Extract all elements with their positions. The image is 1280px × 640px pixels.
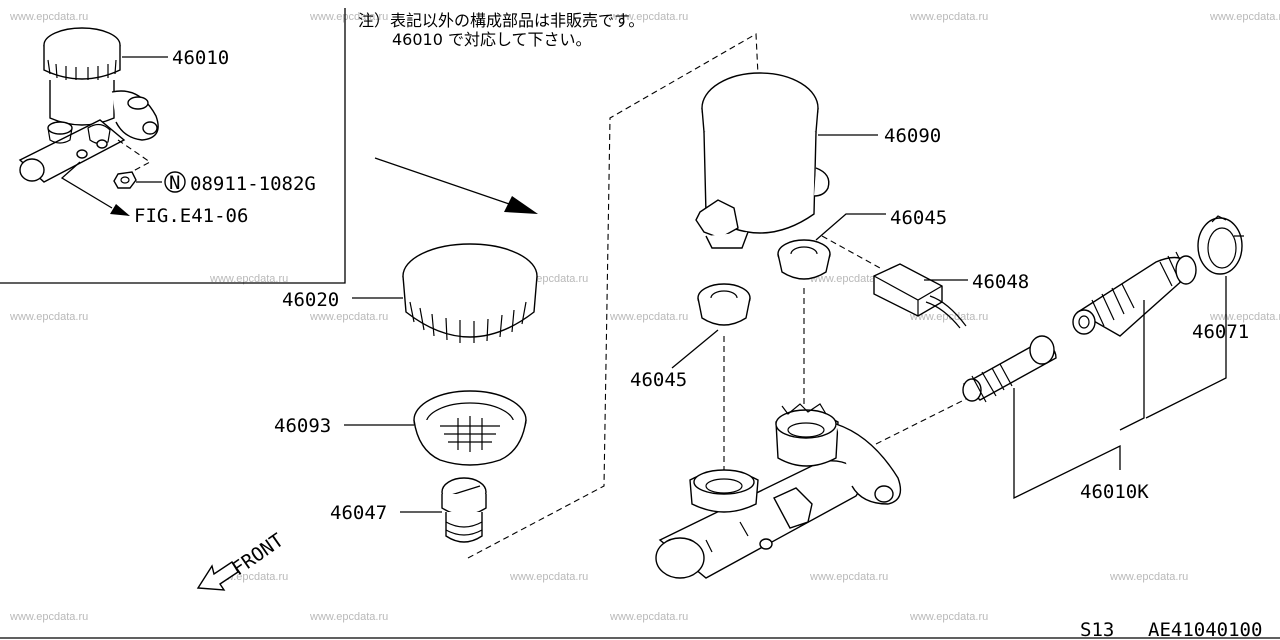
bracket-46010k: [1013, 300, 1145, 500]
reservoir-46090-drawing: [695, 72, 830, 249]
switch-46048-drawing: [873, 263, 967, 329]
piston-primary-drawing: [962, 335, 1057, 403]
watermark: www.epcdata.ru: [309, 311, 388, 323]
watermark: www.epcdata.ru: [9, 311, 88, 323]
valve-46047-drawing: [441, 477, 487, 543]
watermark: www.epcdata.ru: [9, 11, 88, 23]
watermark: www.epcdata.ru: [909, 311, 988, 323]
watermark-layer: www.epcdata.ru www.epcdata.ru www.epcdat…: [9, 11, 1280, 623]
nut-symbol: N: [169, 172, 180, 194]
watermark: www.epcdata.ru: [209, 273, 288, 285]
inset-frame: [0, 8, 346, 284]
note-line-1: 注）表記以外の構成部品は非販売です。: [358, 11, 644, 30]
master-cylinder-body-drawing: [655, 403, 902, 579]
label-46048: 46048: [972, 271, 1029, 293]
watermark: www.epcdata.ru: [609, 611, 688, 623]
seal-46045-top-drawing: [777, 239, 831, 280]
leader-46071: [1145, 276, 1227, 419]
watermark: www.epcdata.ru: [309, 11, 388, 23]
watermark: www.epcdata.ru: [809, 273, 888, 285]
label-46010: 46010: [172, 47, 229, 69]
watermark: www.epcdata.ru: [809, 571, 888, 583]
label-46071: 46071: [1192, 321, 1249, 343]
label-fig-ref: FIG.E41-06: [134, 205, 248, 227]
explode-arrowhead: [504, 196, 538, 214]
piston-dash-outline: [875, 395, 973, 445]
watermark: www.epcdata.ru: [909, 611, 988, 623]
label-46045-left: 46045: [630, 369, 687, 391]
footer-code: AE41040100: [1148, 619, 1262, 640]
watermark: www.epcdata.ru: [609, 311, 688, 323]
strainer-46093-drawing: [413, 390, 527, 466]
watermark: www.epcdata.ru: [509, 571, 588, 583]
watermark: www.epcdata.ru: [1209, 11, 1280, 23]
label-nut-part: 08911-1082G: [190, 173, 316, 195]
fig-ref-arrowhead: [110, 204, 130, 216]
nut-symbol-circle: [164, 171, 186, 193]
inset-master-cylinder-drawing: [18, 27, 159, 183]
front-arrow-icon: [196, 561, 239, 591]
label-46045-top: 46045: [890, 207, 947, 229]
nut-drawing: [113, 171, 137, 189]
label-46010k: 46010K: [1080, 481, 1149, 503]
watermark: www.epcdata.ru: [1109, 571, 1188, 583]
fig-ref-leader: [60, 161, 113, 209]
ring-46071-drawing: [1197, 215, 1244, 275]
label-46093: 46093: [274, 415, 331, 437]
label-46020: 46020: [282, 289, 339, 311]
explode-arrow-shaft: [374, 157, 513, 206]
piston-secondary-drawing: [1072, 251, 1197, 337]
watermark: www.epcdata.ru: [9, 611, 88, 623]
watermark: www.epcdata.ru: [309, 611, 388, 623]
assembly-dash-outline: [467, 33, 761, 559]
footer-model: S13: [1080, 619, 1114, 640]
leader-46045-left: [671, 329, 719, 369]
note-line-2: 46010 で対応して下さい。: [392, 30, 592, 49]
label-46090: 46090: [884, 125, 941, 147]
cap-46020-drawing: [402, 243, 538, 343]
watermark: www.epcdata.ru: [609, 11, 688, 23]
nut-dash-line: [117, 139, 152, 177]
seal-46045-left-drawing: [697, 283, 751, 326]
label-46047: 46047: [330, 502, 387, 524]
watermark: www.epcdata.ru: [1209, 311, 1280, 323]
leader-46045-top: [815, 213, 886, 241]
watermark: www.epcdata.ru: [909, 11, 988, 23]
seal-dash-outline: [821, 235, 881, 269]
